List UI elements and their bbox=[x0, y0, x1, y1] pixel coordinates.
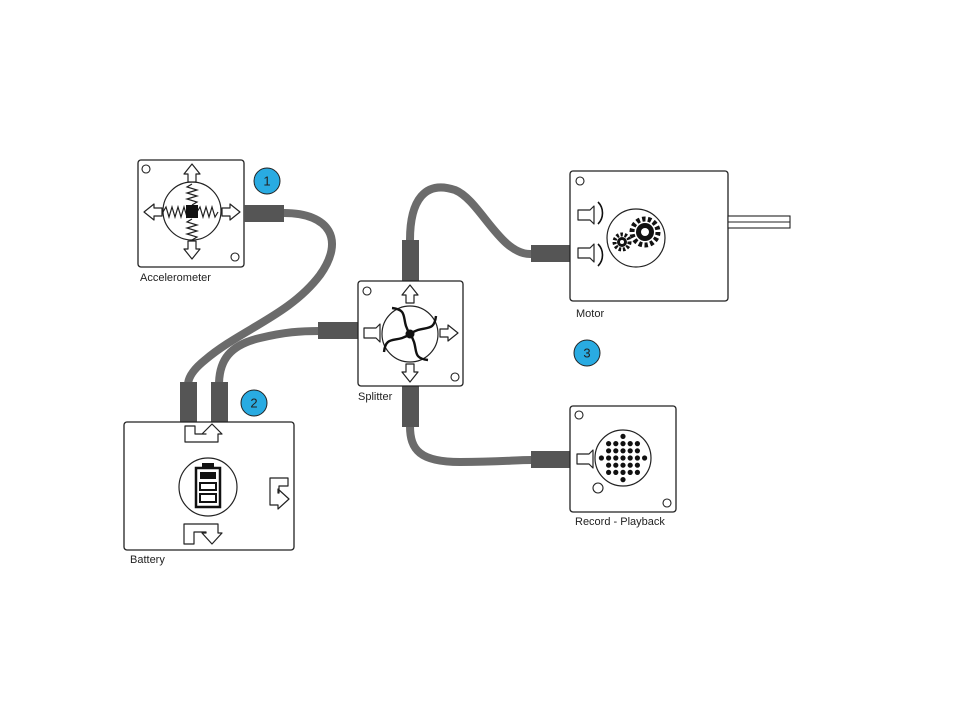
battery-right-port-icon bbox=[269, 477, 290, 510]
splitter-swirl-icon bbox=[381, 305, 439, 363]
svg-text:1: 1 bbox=[263, 174, 270, 189]
motor-module[interactable]: Motor bbox=[569, 170, 791, 320]
plug-splitter-top bbox=[402, 240, 419, 281]
splitter-module[interactable]: Splitter bbox=[357, 280, 464, 403]
speaker-dot bbox=[620, 477, 626, 483]
record-playback-module[interactable]: Record - Playback bbox=[569, 405, 677, 528]
step-badge-2: 2 bbox=[240, 389, 268, 417]
speaker-dot bbox=[620, 448, 626, 454]
cable-battery-splitter bbox=[215, 327, 324, 389]
speaker-dot bbox=[634, 469, 641, 475]
speaker-dot bbox=[613, 469, 619, 475]
speaker-dot bbox=[642, 455, 648, 461]
plug-record-playback bbox=[531, 451, 571, 468]
accelerometer-spring-icon bbox=[162, 181, 222, 241]
plug-motor bbox=[531, 245, 571, 262]
speaker-dot bbox=[613, 455, 619, 461]
speaker-dot bbox=[606, 462, 612, 468]
speaker-dot bbox=[627, 441, 633, 447]
speaker-dot bbox=[634, 462, 641, 468]
accelerometer-label: Accelerometer bbox=[140, 272, 211, 284]
battery-icon bbox=[178, 457, 238, 517]
speaker-dot bbox=[620, 462, 626, 468]
speaker-dot bbox=[606, 441, 612, 447]
plug-battery-left bbox=[180, 382, 197, 422]
motor-shaft bbox=[727, 215, 791, 229]
battery-bottom-port-icon bbox=[183, 523, 223, 545]
speaker-dot bbox=[627, 455, 633, 461]
speaker-dot bbox=[634, 448, 641, 454]
speaker-dot bbox=[606, 455, 612, 461]
splitter-label: Splitter bbox=[358, 391, 393, 403]
speaker-dot bbox=[606, 469, 612, 475]
speaker-dot bbox=[627, 448, 633, 454]
step-badge-3: 3 bbox=[573, 339, 601, 367]
speaker-dot bbox=[627, 462, 633, 468]
cables bbox=[184, 183, 535, 467]
plug-splitter-bottom bbox=[402, 386, 419, 427]
gears-icon bbox=[606, 208, 666, 268]
speaker-dot bbox=[620, 441, 626, 447]
speaker-dot bbox=[620, 455, 626, 461]
speaker-dot bbox=[613, 441, 619, 447]
rotation-arrow-icon bbox=[597, 243, 604, 267]
cable-splitter-record bbox=[406, 422, 535, 467]
battery-top-port-icon bbox=[184, 423, 223, 443]
speaker-dot bbox=[606, 448, 612, 454]
speaker-dot bbox=[634, 441, 641, 447]
step-badge-1: 1 bbox=[253, 167, 281, 195]
speaker-dot bbox=[627, 469, 633, 475]
svg-text:2: 2 bbox=[250, 396, 257, 411]
motor-label: Motor bbox=[576, 308, 604, 320]
record-playback-label: Record - Playback bbox=[575, 516, 665, 528]
plug-accelerometer bbox=[244, 205, 284, 222]
plug-battery-right bbox=[211, 382, 228, 422]
speaker-dot bbox=[613, 462, 619, 468]
speaker-dot bbox=[613, 448, 619, 454]
battery-module[interactable]: Battery bbox=[123, 421, 295, 566]
plug-splitter-left bbox=[318, 322, 358, 339]
speaker-dot bbox=[620, 469, 626, 475]
battery-label: Battery bbox=[130, 554, 165, 566]
accelerometer-module[interactable]: Accelerometer bbox=[137, 159, 245, 284]
speaker-dot bbox=[634, 455, 641, 461]
cable-splitter-motor bbox=[406, 183, 535, 259]
speaker-dot bbox=[598, 455, 605, 461]
speaker-dot bbox=[620, 433, 626, 439]
svg-text:3: 3 bbox=[583, 346, 590, 361]
rotation-arrow-icon bbox=[597, 201, 604, 225]
speaker-grille-icon bbox=[594, 429, 652, 487]
cable-accelerometer-battery bbox=[184, 209, 336, 389]
